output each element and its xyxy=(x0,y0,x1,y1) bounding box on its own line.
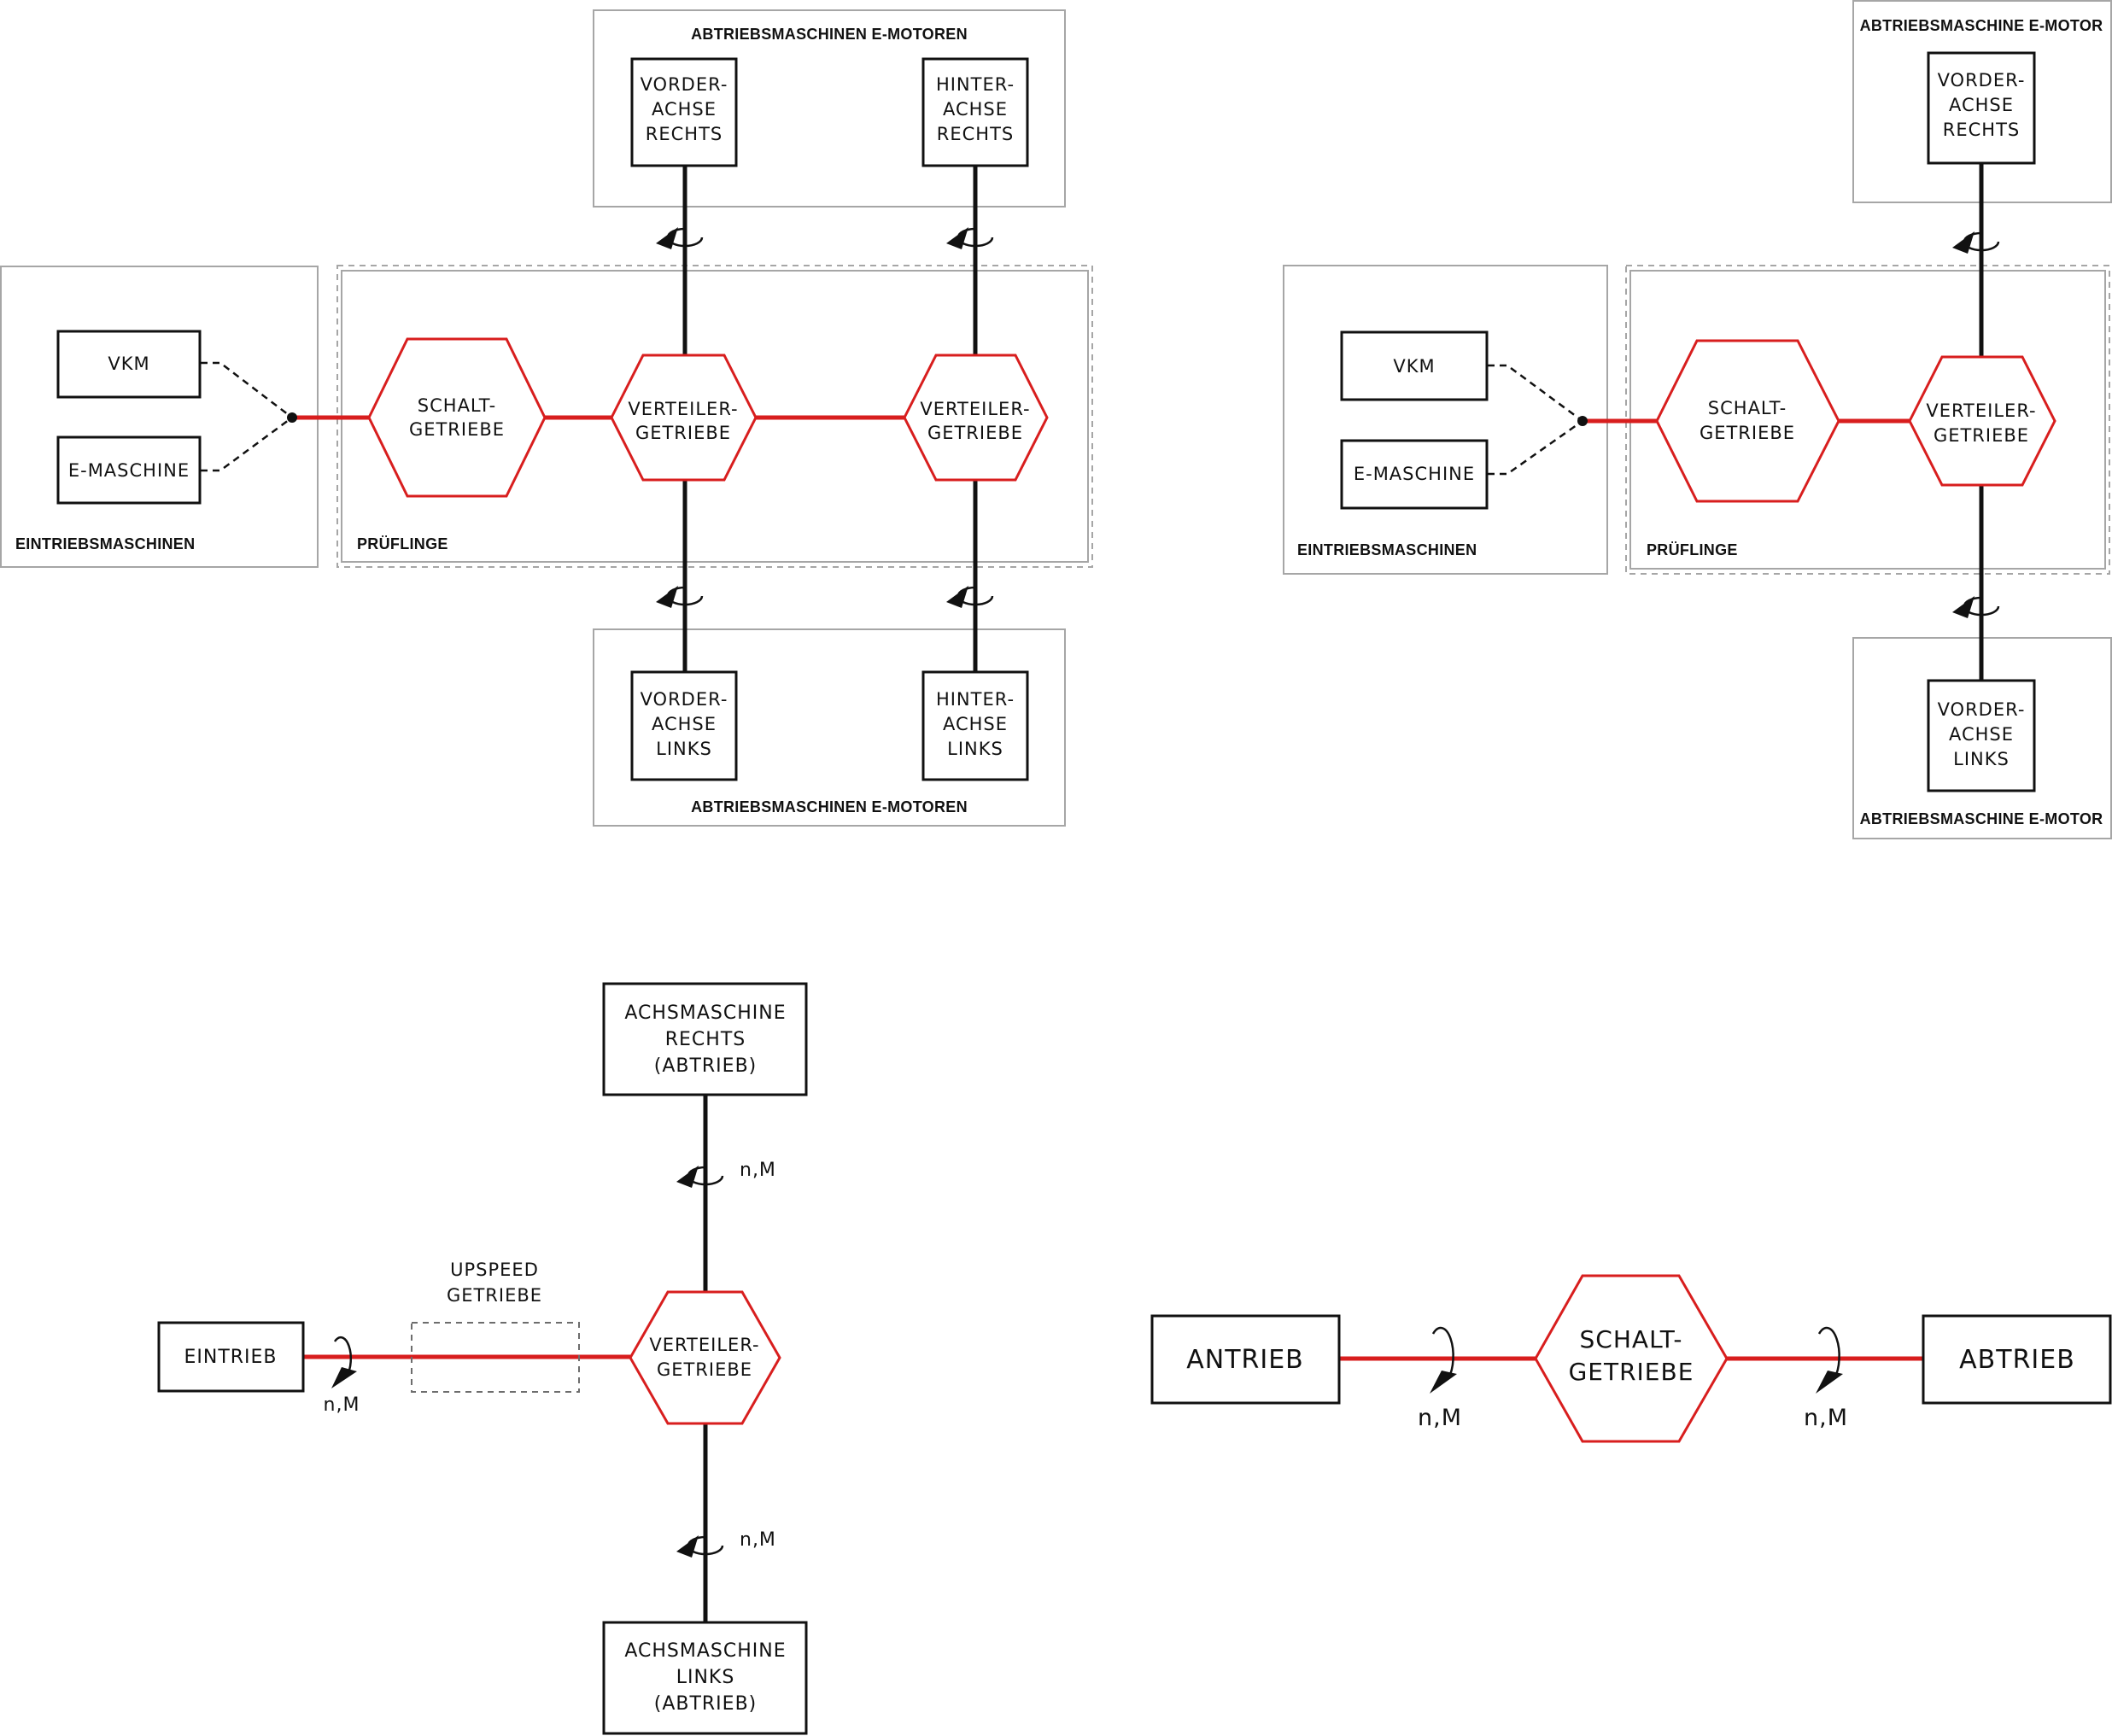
va-links-box-2 xyxy=(1927,679,2036,792)
rotation-arrow-abtrieb xyxy=(1816,1326,1843,1394)
ha-links-box xyxy=(921,670,1029,781)
vkm-label-2: VKM xyxy=(1393,356,1435,377)
eintriebsmaschinen-label: EINTRIEBSMASCHINEN xyxy=(15,535,195,552)
eintriebsmaschinen-frame-2 xyxy=(1283,265,1608,575)
rotation-arrow-achs-links xyxy=(676,1535,724,1558)
emaschine-box xyxy=(56,435,202,505)
va-rechts-box-2 xyxy=(1927,51,2036,165)
coupling-node-2 xyxy=(1577,416,1588,426)
rotation-arrow-va-links xyxy=(656,586,704,608)
eintrieb-label: EINTRIEB xyxy=(184,1347,277,1368)
abtrieb-top-label: ABTRIEBSMASCHINEN E-MOTOREN xyxy=(691,26,968,43)
va-links-box xyxy=(630,670,738,781)
emaschine-coupling-line-2 xyxy=(1488,419,1583,476)
rotation-arrow-ha-links xyxy=(946,586,994,608)
rotation-arrow-ha-rechts xyxy=(946,227,994,249)
eintrieb-box xyxy=(157,1321,305,1393)
emaschine-label-2: E-MASCHINE xyxy=(1354,464,1475,484)
schaltgetriebe-label-4: SCHALT-GETRIEBE xyxy=(1569,1325,1694,1386)
abtrieb-top-label-2: ABTRIEBSMASCHINE E-MOTOR xyxy=(1860,17,2103,34)
rotation-arrow-va-links-2 xyxy=(1952,596,2000,618)
rotation-arrow-antrieb xyxy=(1430,1326,1457,1394)
prueflinge-label-2: PRÜFLINGE xyxy=(1647,541,1738,558)
verteilergetriebe-label-3: VERTEILER-GETRIEBE xyxy=(649,1335,759,1380)
abtrieb-bottom-frame xyxy=(593,628,1066,827)
nm-label-links: n,M xyxy=(740,1529,776,1551)
diagram-achs-pruefstand: EINTRIEBSMASCHINEN PRÜFLINGE ABTRIEBSMAS… xyxy=(1283,0,2112,839)
abtrieb-label: ABTRIEB xyxy=(1959,1345,2075,1375)
coupling-node xyxy=(287,412,297,423)
vkm-box-2 xyxy=(1340,330,1489,401)
nm-label-rechts: n,M xyxy=(740,1160,776,1181)
schaltgetriebe-hex-4 xyxy=(1534,1274,1729,1443)
verteilergetriebe-label-2: VERTEILER-GETRIEBE xyxy=(1926,400,2036,446)
nm-label-antrieb: n,M xyxy=(1418,1405,1462,1431)
antrieb-box xyxy=(1150,1314,1341,1405)
emaschine-coupling-line xyxy=(201,416,293,472)
upspeed-getriebe-box xyxy=(411,1322,580,1393)
rotation-arrow-eintrieb xyxy=(331,1336,357,1388)
prueflinge-label: PRÜFLINGE xyxy=(357,535,448,552)
abtrieb-bottom-label: ABTRIEBSMASCHINEN E-MOTOREN xyxy=(691,798,968,815)
nm-label-abtrieb: n,M xyxy=(1804,1405,1848,1431)
verteilergetriebe-hex-2 xyxy=(1908,355,2056,487)
verteilergetriebe-1-hex xyxy=(610,354,758,482)
verteilergetriebe-hex-3 xyxy=(629,1290,781,1425)
schaltgetriebe-hex-2 xyxy=(1655,339,1840,503)
emaschine-label: E-MASCHINE xyxy=(68,460,190,481)
diagram-schaltgetriebe-schema: ANTRIEB ABTRIEB SCHALT-GETRIEBE n,M n,M xyxy=(1150,1274,2112,1443)
rotation-arrow-va-rechts xyxy=(656,227,704,249)
rotation-arrow-achs-rechts xyxy=(676,1166,724,1188)
ha-rechts-box xyxy=(921,57,1029,167)
verteilergetriebe-2-label: VERTEILER-GETRIEBE xyxy=(920,399,1030,443)
vkm-box xyxy=(56,330,202,399)
vkm-coupling-line-2 xyxy=(1488,364,1583,423)
diagram-allrad-pruefstand: EINTRIEBSMASCHINEN PRÜFLINGE ABTRIEBSMAS… xyxy=(0,9,1093,827)
prueflinge-frame-outer-2 xyxy=(1625,265,2110,575)
verteilergetriebe-2-hex xyxy=(903,354,1049,482)
va-rechts-box xyxy=(630,57,738,167)
vkm-coupling-line xyxy=(201,361,293,418)
verteilergetriebe-1-label: VERTEILER-GETRIEBE xyxy=(628,399,738,443)
vkm-label: VKM xyxy=(108,354,149,374)
schaltgetriebe-label-2: SCHALT-GETRIEBE xyxy=(1700,398,1795,443)
schaltgetriebe-label: SCHALT-GETRIEBE xyxy=(409,395,505,440)
achs-links-box xyxy=(602,1621,808,1735)
abtrieb-top-frame xyxy=(593,9,1066,208)
rotation-arrow-va-rechts-2 xyxy=(1952,231,2000,254)
eintriebsmaschinen-frame xyxy=(0,266,319,568)
antrieb-label: ANTRIEB xyxy=(1186,1345,1304,1375)
achs-rechts-box xyxy=(602,982,808,1096)
emaschine-box-2 xyxy=(1340,439,1489,510)
abtrieb-box xyxy=(1922,1314,2112,1405)
abtrieb-bottom-label-2: ABTRIEBSMASCHINE E-MOTOR xyxy=(1860,810,2103,827)
eintriebsmaschinen-label-2: EINTRIEBSMASCHINEN xyxy=(1297,541,1477,558)
prueflinge-frame-outer xyxy=(336,265,1093,568)
nm-label-eintrieb: n,M xyxy=(324,1394,360,1416)
schaltgetriebe-hex xyxy=(367,337,547,498)
